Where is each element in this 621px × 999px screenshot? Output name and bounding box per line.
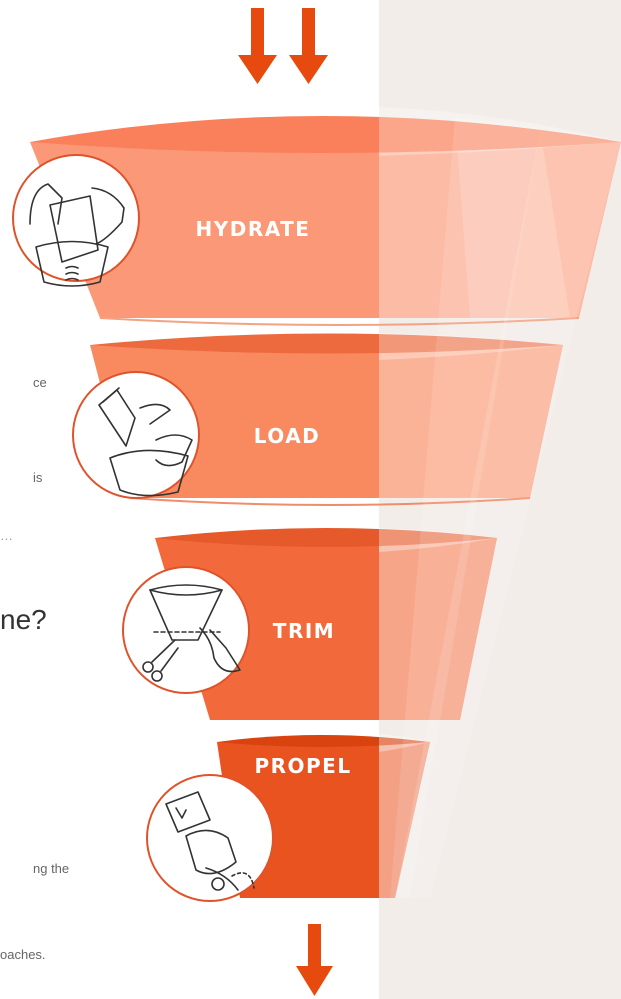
stage-label-trim: TRIM [273, 619, 335, 643]
down-arrow-icon [289, 8, 328, 84]
body-text-fragment: ce [33, 375, 47, 390]
separator-dots: … [0, 528, 14, 543]
hand-loading-icon [72, 371, 200, 499]
down-arrow-icon [238, 8, 277, 84]
body-text-fragment: ng the [33, 861, 70, 876]
stage-trim [155, 528, 497, 720]
input-arrows [238, 8, 328, 84]
stage-label-propel: PROPEL [254, 754, 351, 778]
body-text-fragment: oaches. [0, 947, 46, 962]
stage-label-hydrate: HYDRATE [196, 217, 311, 241]
body-text-fragment: is [33, 470, 43, 485]
hands-sponge-icon [12, 154, 140, 287]
hand-squeeze-icon [146, 774, 274, 902]
stage-label-load: LOAD [254, 424, 321, 448]
section-heading-fragment: ne? [0, 604, 47, 635]
stage-load [90, 333, 563, 506]
funnel-reflection [390, 118, 621, 898]
stage-hydrate [30, 107, 621, 326]
scissors-trim-icon [122, 566, 250, 694]
output-arrow-icon [296, 924, 333, 996]
